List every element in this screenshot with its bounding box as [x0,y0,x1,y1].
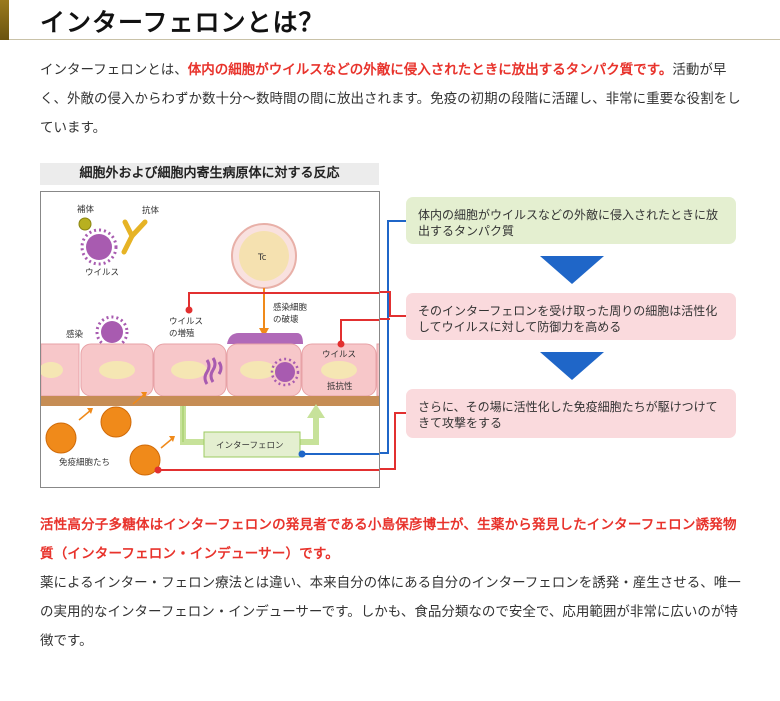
complement-icon [78,217,92,231]
destroyed-cell-membrane [227,333,303,344]
down-arrow-2 [540,352,604,380]
blue-connector-dot [298,450,306,458]
cell-virus-icon [270,357,300,387]
replicating-virus-icon [203,357,223,385]
red-connector-mid [340,319,379,344]
basement-membrane [41,396,379,406]
intro-lead: インターフェロンとは、 [40,62,188,78]
step-3-box: さらに、その場に活性化した免疫細胞たちが駆けつけてきて攻撃をする [406,389,736,438]
intro-rest: 活動が早く、外敵の侵入からわずか数十分〜数時間の間に放出されます。免疫の初期の段… [40,62,741,136]
red-connector-dot-2 [337,340,345,348]
red-connector-dot-3 [154,466,162,474]
conclusion-body: 薬によるインター・フェロン療法とは違い、本来自分の体にある自分のインターフェロン… [40,575,741,649]
infected-destroy-label-2: の破壊 [273,314,299,325]
infected-destroy-label-1: 感染細胞 [273,302,308,313]
complement-label: 補体 [77,204,95,215]
page-title: インターフェロンとは？ [40,8,325,37]
step-1-box: 体内の細胞がウイルスなどの外敵に侵入されたときに放出するタンパク質 [406,197,736,244]
virus-right-label: ウイルス [322,350,356,360]
virus-icon [80,228,118,266]
title-bar: インターフェロンとは？ [0,0,780,40]
infection-label: 感染 [66,329,84,340]
figure-caption: 細胞外および細胞内寄生病原体に対する反応 [40,163,379,185]
virus-label: ウイルス [85,268,119,278]
red-connector-external-3 [380,412,406,470]
immune-cell-icons [45,406,161,476]
tc-label: Tc [257,253,267,263]
conclusion-section: 活性高分子多糖体はインターフェロンの発見者である小島保彦博士が、生薬から発見した… [40,511,750,656]
down-arrow-1 [540,256,604,284]
step-2-box: そのインターフェロンを受け取った周りの細胞は活性化してウイルスに対して防御力を高… [406,293,736,340]
resistance-label: 抵抗性 [327,381,353,392]
red-connector-external-1 [380,291,406,317]
intro-paragraph: インターフェロンとは、体内の細胞がウイルスなどの外敵に侵入されたときに放出するタ… [40,56,750,143]
immune-move-arrows [78,392,175,449]
tc-cell-icon [231,223,297,289]
virus-replication-label-2: の増殖 [169,328,195,339]
title-accent-bar [0,0,9,40]
antibody-icon [121,219,148,255]
interferon-label: インターフェロン [216,441,284,451]
intro-highlight: 体内の細胞がウイルスなどの外敵に侵入されたときに放出するタンパク質です。 [187,62,673,78]
infecting-virus-icon [95,315,129,349]
immune-response-figure: 補体 抗体 ウイルス Tc 感染細胞 の破壊 感染 ウイルス の増殖 [40,191,380,488]
virus-replication-label-1: ウイルス [169,317,203,327]
conclusion-highlight: 活性高分子多糖体はインターフェロンの発見者である小島保彦博士が、生薬から発見した… [40,517,737,562]
red-connector-top [188,292,379,310]
immune-diagram: 補体 抗体 ウイルス Tc 感染細胞 の破壊 感染 ウイルス の増殖 [41,204,379,476]
red-connector-dot-1 [185,306,193,314]
tc-attack-arrowhead [259,328,269,337]
blue-connector-external [380,220,406,454]
immune-cells-label: 免疫細胞たち [59,457,110,468]
antibody-label: 抗体 [142,205,160,216]
interferon-box [203,431,301,458]
